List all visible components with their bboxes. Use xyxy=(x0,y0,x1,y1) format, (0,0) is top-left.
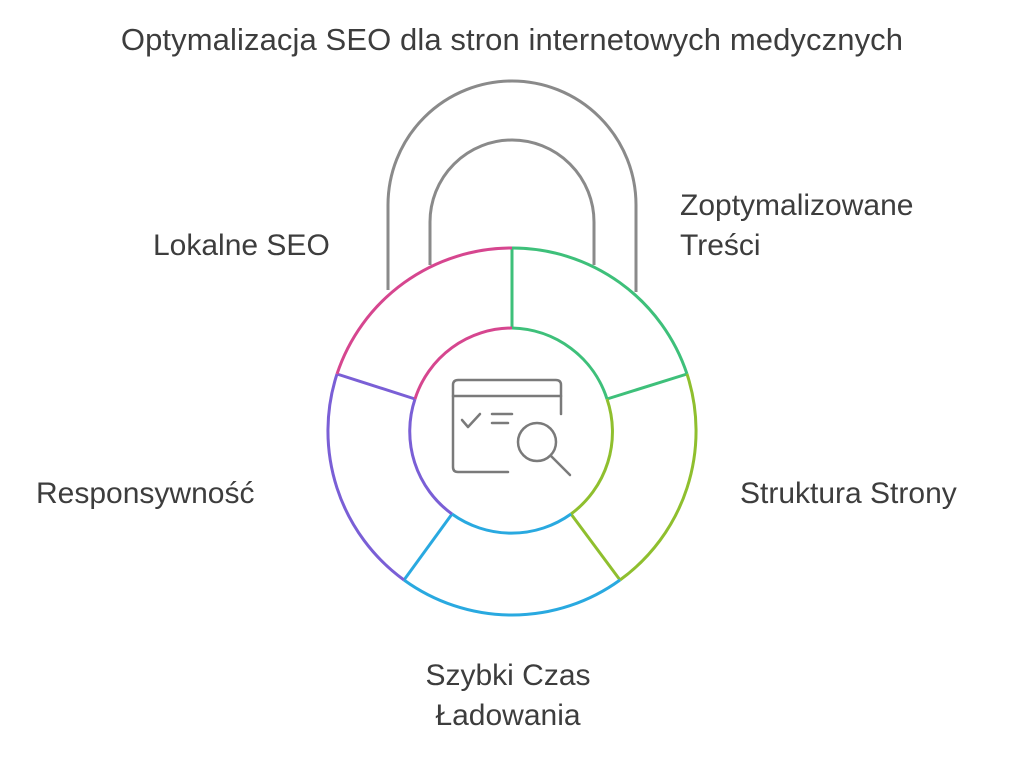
label-responsywnosc: Responsywność xyxy=(36,477,255,510)
segment-struktura-strony xyxy=(569,373,698,582)
browser-search-checklist-icon xyxy=(451,378,572,477)
label-szybki-czas-ladowania: Szybki Czas Ładowania xyxy=(425,659,591,732)
label-zoptymalizowane-tresci: Zoptymalizowane Treści xyxy=(680,189,914,262)
shackle-outer xyxy=(386,79,638,292)
segment-zoptymalizowane-tresci xyxy=(510,246,689,401)
segment-szybki-czas-ladowania xyxy=(402,512,621,617)
shackle-inner xyxy=(428,138,596,265)
segment-responsywnosc xyxy=(326,372,453,582)
diagram-title: Optymalizacja SEO dla stron internetowyc… xyxy=(120,22,904,57)
padlock-shackle xyxy=(386,79,638,292)
segment-lokalne-seo xyxy=(335,246,513,400)
label-struktura-strony: Struktura Strony xyxy=(740,477,957,510)
label-lokalne-seo: Lokalne SEO xyxy=(153,229,330,262)
